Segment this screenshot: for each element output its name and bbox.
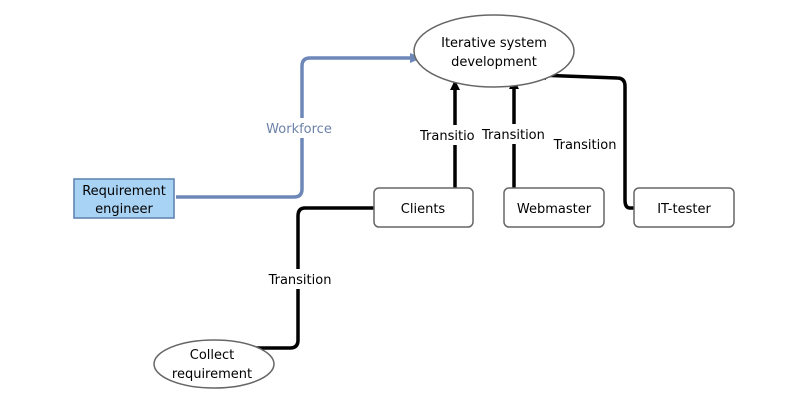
svg-text:Transition: Transition	[268, 273, 332, 288]
workforce-label: Workforce	[260, 118, 340, 138]
svg-text:Requirement: Requirement	[82, 184, 166, 199]
svg-text:Iterative system: Iterative system	[441, 36, 547, 51]
svg-text:Workforce: Workforce	[266, 122, 332, 137]
it-tester-node[interactable]: IT-tester	[633, 187, 735, 228]
svg-text:Clients: Clients	[401, 202, 446, 217]
requirement-engineer-node[interactable]: Requirement engineer	[73, 178, 175, 219]
svg-text:Transitio: Transitio	[419, 129, 475, 144]
ittester-transition-label: Transition	[548, 134, 620, 154]
svg-text:Transition: Transition	[481, 128, 545, 143]
collect-requirement-node[interactable]: Collect requirement	[153, 339, 275, 389]
svg-text:Transition: Transition	[553, 138, 617, 153]
webmaster-node[interactable]: Webmaster	[503, 187, 605, 228]
svg-text:IT-tester: IT-tester	[657, 202, 711, 217]
iterative-system-development-node[interactable]: Iterative system development	[413, 14, 575, 88]
svg-text:development: development	[451, 55, 537, 70]
ittester-to-iterative-edge	[536, 70, 634, 210]
svg-text:engineer: engineer	[95, 202, 153, 217]
clients-node[interactable]: Clients	[373, 187, 474, 228]
webmaster-transition-label: Transition	[480, 124, 550, 144]
collect-transition-label: Transition	[262, 269, 334, 289]
svg-text:Collect: Collect	[190, 348, 235, 363]
svg-text:Webmaster: Webmaster	[517, 202, 592, 217]
svg-text:requirement: requirement	[172, 367, 252, 382]
clients-transition-label: Transitio	[419, 125, 479, 145]
